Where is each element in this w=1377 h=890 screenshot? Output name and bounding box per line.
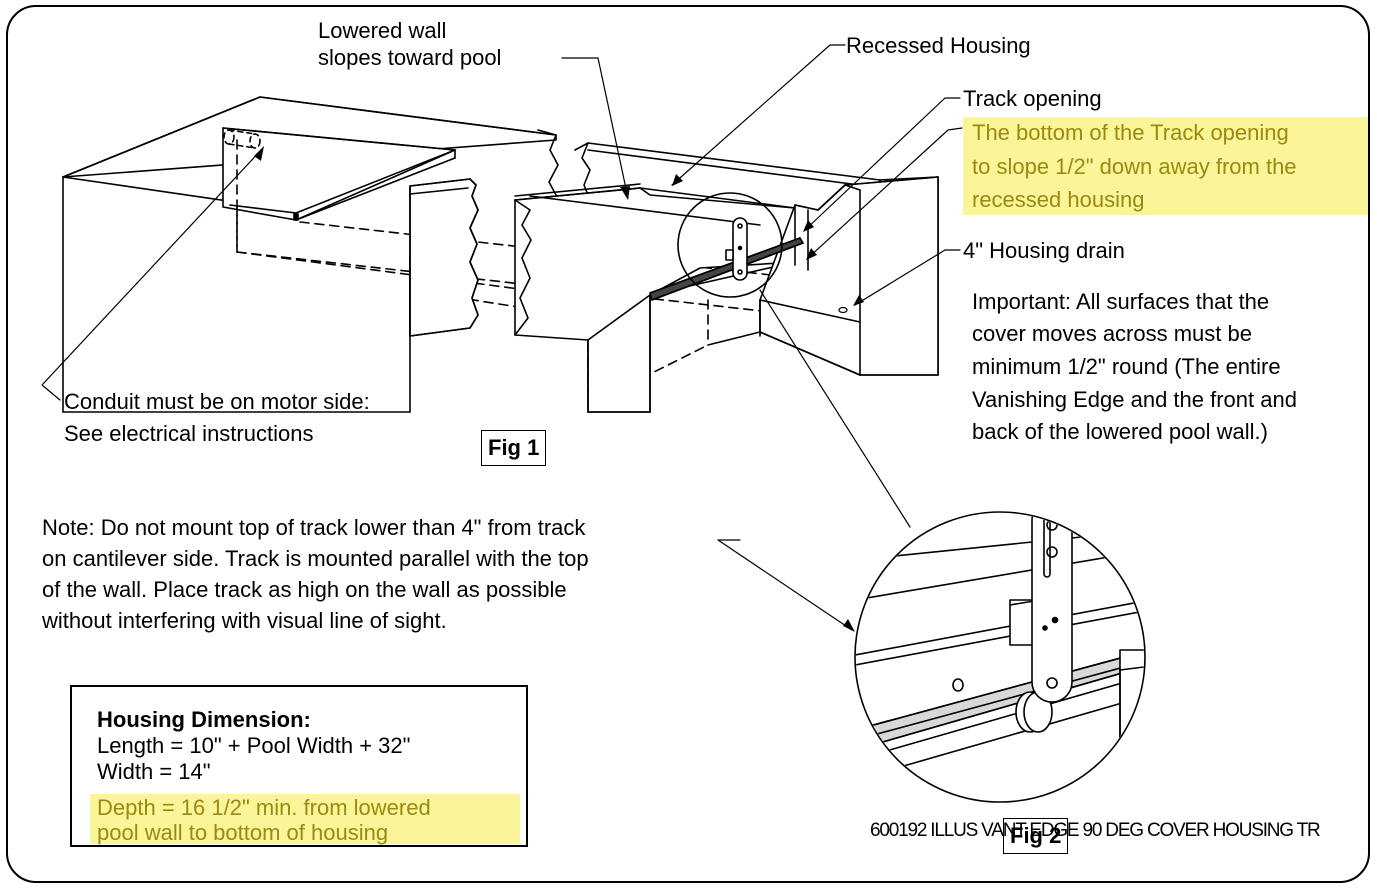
fig2-label: Fig 2: [1003, 818, 1069, 854]
label-lowered-wall-1: Lowered wall: [318, 18, 447, 43]
label-conduit-1: Conduit must be on motor side:: [64, 389, 370, 414]
label-important-2: cover moves across must be: [972, 321, 1252, 346]
cantilever-slab: [222, 127, 456, 221]
housing-dimension-title: Housing Dimension:: [97, 707, 311, 732]
label-important-1: Important: All surfaces that the: [972, 289, 1270, 314]
label-important-3: minimum 1/2" round (The entire: [972, 354, 1281, 379]
dimension-depth-1: Depth = 16 1/2" min. from lowered: [97, 795, 431, 820]
label-conduit-2: See electrical instructions: [64, 421, 314, 446]
right-block: [707, 176, 939, 376]
label-housing-drain: 4" Housing drain: [963, 238, 1125, 263]
lowered-wall: [514, 183, 796, 413]
fig1-label: Fig 1: [481, 430, 547, 466]
fig2-detail: [854, 511, 1146, 803]
label-slope-2: to slope 1/2" down away from the: [972, 154, 1297, 179]
label-important-5: back of the lowered pool wall.): [972, 419, 1268, 444]
label-track-opening: Track opening: [963, 86, 1102, 111]
label-important-4: Vanishing Edge and the front and: [972, 387, 1297, 412]
label-slope-1: The bottom of the Track opening: [972, 120, 1289, 145]
dimension-depth-2: pool wall to bottom of housing: [97, 820, 389, 845]
label-note-1: Note: Do not mount top of track lower th…: [42, 515, 586, 540]
leader-lines: [41, 44, 963, 631]
part-number: 600192 ILLUS VANT EDGE 90 DEG COVER HOUS…: [870, 820, 1321, 841]
conduit-pipe: [223, 129, 261, 149]
label-lowered-wall-2: slopes toward pool: [318, 45, 502, 70]
label-recessed-housing: Recessed Housing: [846, 33, 1031, 58]
detail-circle-fig1: [677, 192, 783, 298]
label-note-4: without interfering with visual line of …: [42, 608, 447, 633]
track: [649, 237, 804, 301]
label-note-2: on cantilever side. Track is mounted par…: [42, 546, 589, 571]
middle-wall-section: [409, 178, 479, 337]
housing-dimension-box: Housing Dimension: Length = 10" + Pool W…: [70, 685, 528, 847]
dimension-length: Length = 10" + Pool Width + 32": [97, 733, 411, 758]
diagram-frame: [6, 5, 1370, 883]
arrow-heads: [254, 146, 864, 632]
label-slope-3: recessed housing: [972, 187, 1145, 212]
dimension-width: Width = 14": [97, 759, 211, 784]
label-note-3: of the wall. Place track as high on the …: [42, 577, 567, 602]
depth-highlight: [90, 794, 520, 844]
slope-note-highlight: [963, 117, 1368, 215]
roller-bracket-small: [725, 217, 748, 281]
